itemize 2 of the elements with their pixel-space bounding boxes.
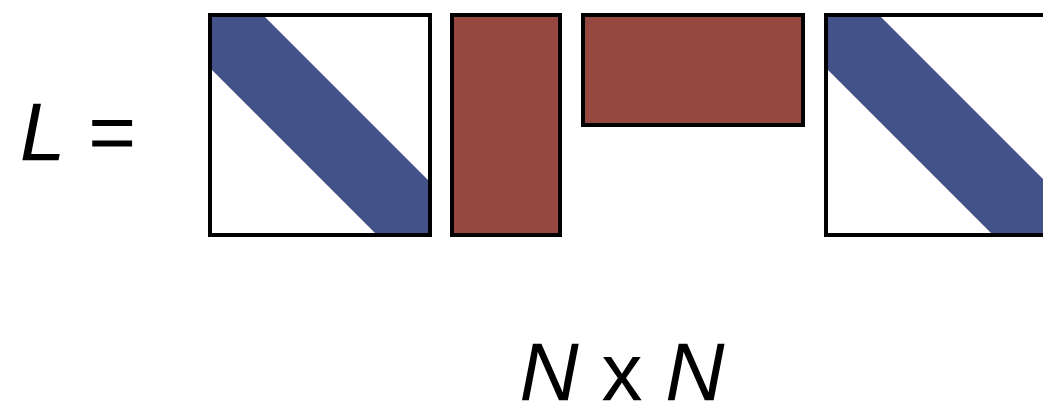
math-label: L =: [22, 103, 133, 161]
math-label: N x N: [522, 343, 725, 401]
